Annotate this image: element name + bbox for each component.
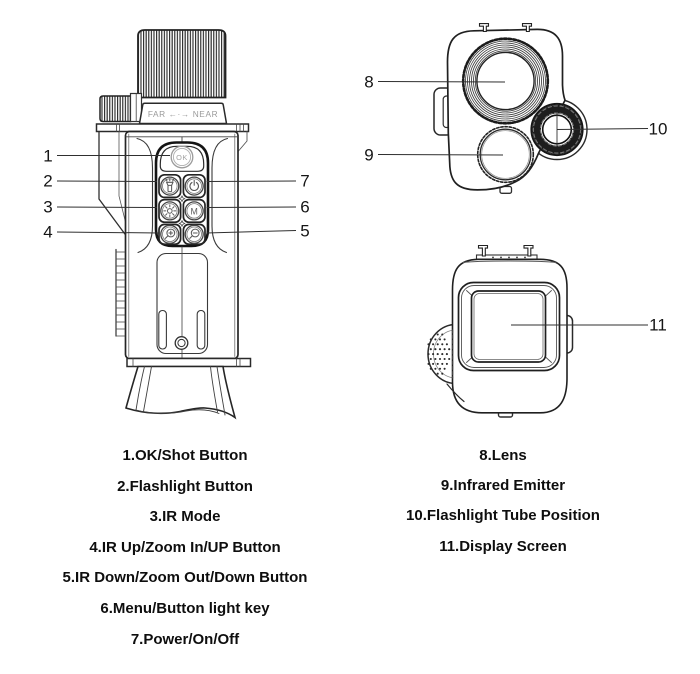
power-icon <box>189 179 199 191</box>
side-view-drawing: FAR ←·→ NEAR OK <box>95 29 252 420</box>
legend-item-5: 5.IR Down/Zoom Out/Down Button <box>62 569 308 587</box>
bottom-flange <box>126 357 252 368</box>
speaker-dots <box>427 333 451 375</box>
legend-item-2: 2.Flashlight Button <box>117 477 253 495</box>
front-view-drawing <box>433 23 588 194</box>
legend-left-column: 1.OK/Shot Button 2.Flashlight Button 3.I… <box>20 441 350 655</box>
button-pad: OK <box>154 141 210 248</box>
legend-item-11: 11.Display Screen <box>439 537 567 555</box>
zoom-in-icon <box>164 228 176 239</box>
legend-item-3: 3.IR Mode <box>149 508 221 526</box>
callout-line-5 <box>206 230 297 234</box>
ir-brightness-icon <box>163 204 177 218</box>
callout-number-1: 1 <box>43 146 53 165</box>
callout-number-7: 7 <box>300 171 310 191</box>
callout-number-11: 11 <box>649 315 667 335</box>
lens <box>461 37 550 125</box>
legend-item-8: 8.Lens <box>479 447 527 464</box>
ok-button: OK <box>170 145 194 169</box>
back-view-drawing <box>427 244 574 418</box>
callout-lines <box>56 81 649 326</box>
callout-line-3 <box>56 206 158 208</box>
callout-number-10: 10 <box>648 119 668 138</box>
callout-number-9: 9 <box>364 145 374 164</box>
legend-item-1: 1.OK/Shot Button <box>122 447 248 464</box>
callout-line-8 <box>377 81 506 83</box>
menu-icon: M <box>191 206 198 216</box>
vent-slot <box>158 309 167 350</box>
callout-line-10 <box>556 128 649 130</box>
callout-number-2: 2 <box>43 171 53 191</box>
callout-number-6: 6 <box>300 197 310 217</box>
callout-line-7 <box>206 180 297 182</box>
ok-label: OK <box>176 153 188 162</box>
callout-line-4 <box>56 231 160 234</box>
screw <box>174 336 189 350</box>
callout-number-5: 5 <box>300 221 310 240</box>
focus-collar <box>138 102 228 125</box>
legend-item-6: 6.Menu/Button light key <box>100 599 270 617</box>
callout-line-9 <box>377 154 504 156</box>
callout-number-8: 8 <box>364 72 374 91</box>
legend-right-column: 8.Lens 9.Infrared Emitter 10.Flashlight … <box>352 441 654 562</box>
legend-item-10: 10.Flashlight Tube Position <box>406 507 600 525</box>
side-knob <box>99 95 132 123</box>
callout-number-3: 3 <box>43 197 53 217</box>
legend-item-9: 9.Infrared Emitter <box>440 477 566 495</box>
callout-line-6 <box>206 206 297 208</box>
flashlight-icon <box>165 178 175 193</box>
callout-number-4: 4 <box>43 222 53 242</box>
focus-ring-label: FAR ←·→ NEAR <box>148 109 218 119</box>
callout-line-2 <box>56 180 158 182</box>
legend-item-4: 4.IR Up/Zoom In/UP Button <box>89 538 281 556</box>
focus-knob <box>137 29 227 99</box>
grip-serrations <box>115 248 126 337</box>
vent-slot <box>196 309 206 350</box>
display-screen <box>457 281 561 372</box>
eyecup <box>125 365 237 420</box>
zoom-out-icon <box>189 228 200 239</box>
legend-item-7: 7.Power/On/Off <box>130 630 240 648</box>
